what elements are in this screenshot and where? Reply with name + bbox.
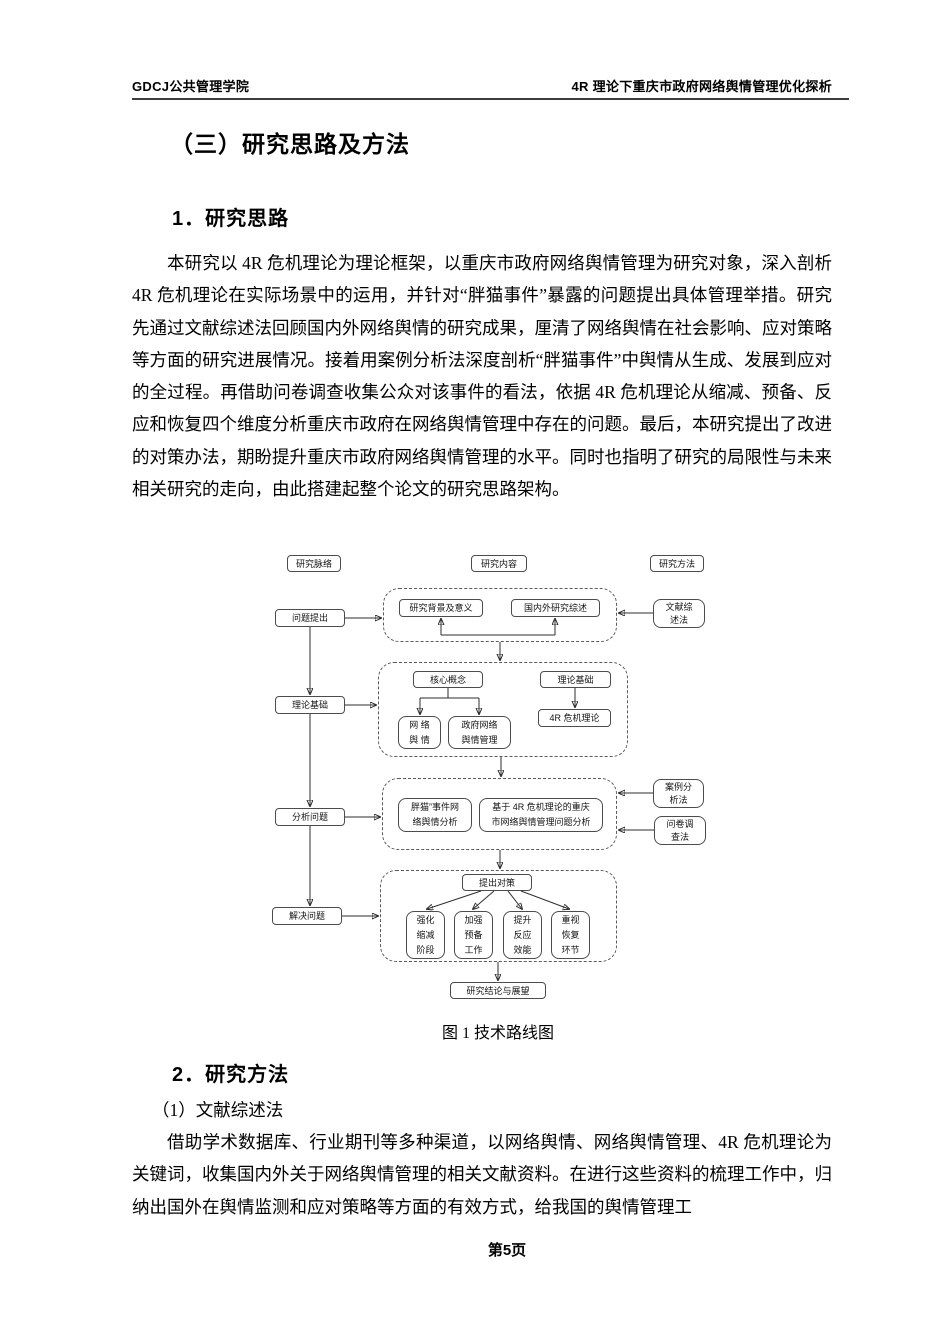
- column-label-research-method: 研究方法: [650, 555, 704, 572]
- section-1-paragraph: 本研究以 4R 危机理论为理论框架，以重庆市政府网络舆情管理为研究对象，深入剖析…: [132, 253, 832, 500]
- stage4-box-improve-response: 提升 反应 效能: [503, 911, 542, 959]
- technical-route-diagram: 研究脉络 研究内容 研究方法 问题提出 理论基础 分析问题 解决问题 文献综 述…: [270, 548, 715, 1006]
- column-label-research-content: 研究内容: [471, 555, 527, 572]
- stage2-box-theory-basis: 理论基础: [540, 671, 611, 688]
- stage4-box-strengthen-reduction: 强化 缩减 阶段: [406, 911, 445, 959]
- stage2-box-gov-opinion-mgmt: 政府网络 舆情管理: [448, 716, 511, 749]
- flow-box-solve-problem: 解决问题: [272, 907, 342, 925]
- flow-box-raise-problem: 问题提出: [275, 609, 345, 627]
- section-2-subheading: （1）文献综述法: [152, 1100, 284, 1120]
- header-right-text: 4R 理论下重庆市政府网络舆情管理优化探析: [571, 79, 832, 94]
- flow-box-theory-basis: 理论基础: [275, 696, 345, 714]
- page-title: （三）研究思路及方法: [170, 131, 410, 157]
- section-2-heading: 2．研究方法: [172, 1064, 290, 1086]
- stage4-box-enhance-readiness: 加强 预备 工作: [454, 911, 493, 959]
- stage3-box-fat-cat-analysis: 胖猫”事件网 络舆情分析: [398, 798, 472, 832]
- method-box-questionnaire: 问卷调 查法: [654, 816, 706, 845]
- figure-caption: 图 1 技术路线图: [441, 1025, 554, 1042]
- page-header: GDCJ公共管理学院 4R 理论下重庆市政府网络舆情管理优化探析: [132, 76, 832, 95]
- stage1-box-domestic-foreign-review: 国内外研究综述: [511, 599, 600, 617]
- flow-box-analyze-problem: 分析问题: [275, 808, 345, 826]
- stage2-box-online-opinion: 网 络 舆 情: [398, 716, 441, 749]
- column-label-research-thread: 研究脉络: [287, 555, 341, 572]
- stage3-box-4r-problem-analysis: 基于 4R 危机理论的重庆 市网络舆情管理问题分析: [479, 798, 603, 832]
- conclusion-box: 研究结论与展望: [450, 982, 546, 999]
- stage4-box-propose-countermeasures: 提出对策: [462, 874, 532, 891]
- method-box-case-analysis: 案例分 析法: [653, 779, 704, 808]
- method-box-literature-review: 文献综 述法: [653, 599, 705, 628]
- header-rule: [132, 98, 849, 100]
- stage1-box-background-significance: 研究背景及意义: [399, 599, 483, 617]
- section-1-heading: 1．研究思路: [172, 208, 290, 230]
- stage4-box-value-recovery: 重视 恢复 环节: [551, 911, 590, 959]
- section-2-paragraph: 借助学术数据库、行业期刊等多种渠道，以网络舆情、网络舆情管理、4R 危机理论为关…: [132, 1132, 832, 1217]
- header-left-text: GDCJ公共管理学院: [132, 79, 250, 94]
- stage2-box-core-concepts: 核心概念: [413, 671, 483, 688]
- page-number: 第5页: [487, 1242, 527, 1259]
- stage2-box-4r-crisis-theory: 4R 危机理论: [538, 709, 611, 727]
